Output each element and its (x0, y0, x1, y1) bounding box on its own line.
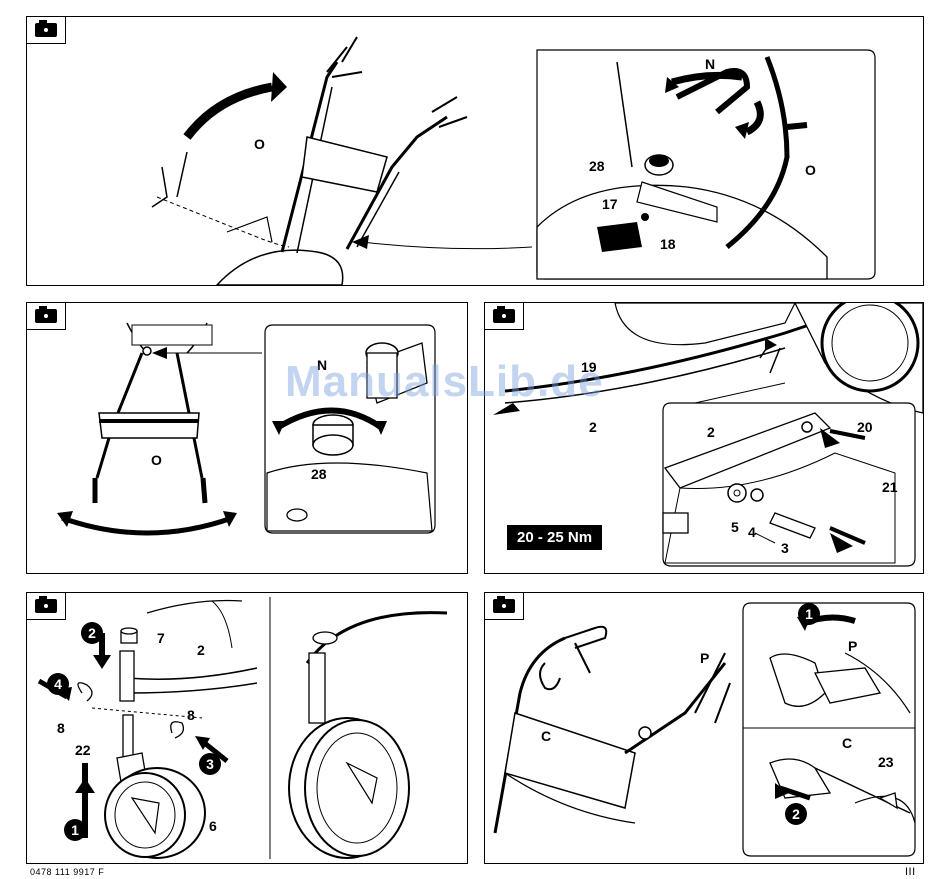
page-number: III (905, 866, 916, 878)
step-2-badge: 2 (785, 803, 807, 825)
document-number: 0478 111 9917 F (30, 867, 104, 877)
part-label-P-inset: P (848, 639, 857, 653)
part-label-O: O (151, 453, 162, 467)
camera-icon (485, 593, 524, 620)
part-label-6: 6 (209, 819, 217, 833)
figure-panel-wheel-mounting: 7 2 8 8 22 6 1 2 3 4 (26, 592, 468, 864)
part-label-3: 3 (781, 541, 789, 555)
figure-panel-handle-adjust: N O 28 (26, 302, 468, 574)
part-label-O-inset: O (805, 163, 816, 177)
figure-panel-frame-mounting: 19 2 2 20 21 5 4 3 20 - 25 Nm (484, 302, 924, 574)
part-label-23: 23 (878, 755, 894, 769)
part-label-N: N (705, 57, 715, 71)
step-1-badge: 1 (798, 603, 820, 625)
part-label-C: C (541, 729, 551, 743)
part-label-O: O (254, 137, 265, 151)
watermark: ManualsLib.de (285, 357, 604, 407)
part-label-2: 2 (589, 420, 597, 434)
handle-adjust-illustration (27, 303, 467, 573)
part-label-28: 28 (589, 159, 605, 173)
torque-badge: 20 - 25 Nm (507, 525, 602, 550)
part-label-4: 4 (748, 525, 756, 539)
figure-panel-handle-fold: O N 28 O 17 18 (26, 16, 924, 286)
part-label-28: 28 (311, 467, 327, 481)
part-label-2: 2 (197, 643, 205, 657)
part-label-5: 5 (731, 520, 739, 534)
part-label-22: 22 (75, 743, 91, 757)
part-label-P: P (700, 651, 709, 665)
part-label-18: 18 (660, 237, 676, 251)
camera-icon (27, 593, 66, 620)
camera-icon (27, 17, 66, 44)
camera-icon (485, 303, 524, 330)
part-label-7: 7 (157, 631, 165, 645)
figure-panel-cable-attach: P C P C 23 1 2 (484, 592, 924, 864)
step-1-badge: 1 (64, 819, 86, 841)
step-3-badge: 3 (199, 753, 221, 775)
part-label-8-left: 8 (57, 721, 65, 735)
step-4-badge: 4 (47, 673, 69, 695)
handle-fold-illustration (27, 17, 923, 285)
camera-icon (27, 303, 66, 330)
part-label-8-right: 8 (187, 708, 195, 722)
part-label-20: 20 (857, 420, 873, 434)
part-label-17: 17 (602, 197, 618, 211)
part-label-2-inset: 2 (707, 425, 715, 439)
step-2-badge: 2 (81, 622, 103, 644)
part-label-C-inset: C (842, 736, 852, 750)
part-label-21: 21 (882, 480, 898, 494)
